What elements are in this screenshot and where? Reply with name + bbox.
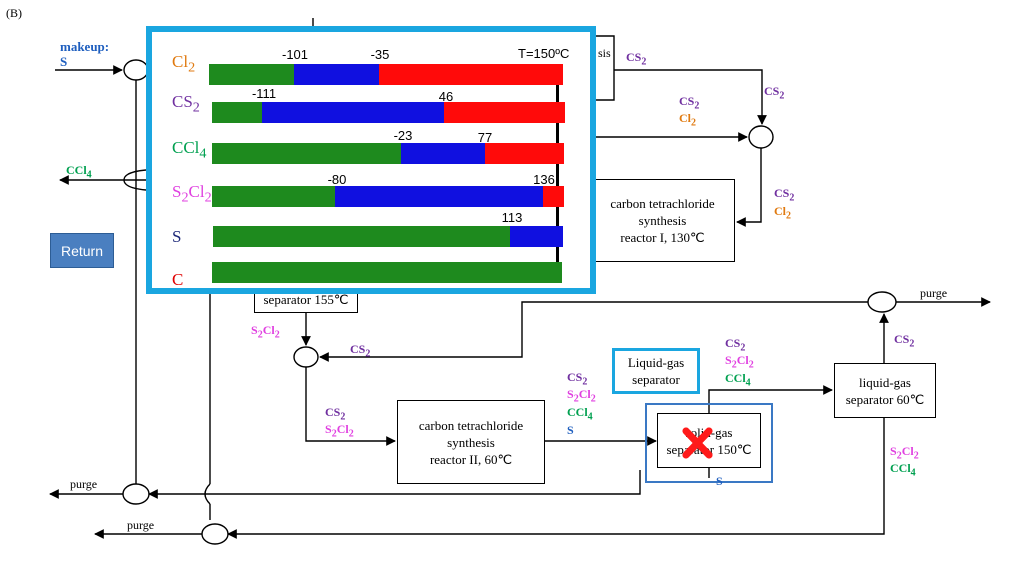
- ccl4-liquid-segment: [401, 143, 485, 164]
- cl2-liquid-segment: [294, 64, 379, 85]
- reactor-1-line-3: reactor I, 130℃: [620, 230, 705, 245]
- label-cs2-mixer: CS2: [350, 342, 371, 360]
- label-s2cl2-bottom: S2Cl2: [890, 444, 919, 462]
- temperature-marker-line: [556, 84, 559, 280]
- liquid-gas-60-box: liquid-gas separator 60℃: [834, 363, 936, 418]
- label-cl2-reactor1: Cl2: [774, 204, 791, 222]
- return-button[interactable]: Return: [50, 233, 114, 268]
- cl2-gas-segment: [379, 64, 563, 85]
- solid-gas-box: solid-gas separator 150℃: [657, 413, 761, 468]
- label-s-sg-in: S: [567, 423, 574, 437]
- ccl4-solid-segment: [212, 143, 401, 164]
- label-cs2-lg-in: CS2: [725, 336, 746, 354]
- label-cs2-reactor1: CS2: [774, 186, 795, 204]
- label-cs2-lg: CS2: [894, 332, 915, 350]
- s2cl2-liquid-segment: [335, 186, 543, 207]
- cl2-melt-label: -101: [281, 47, 309, 62]
- label-s2cl2-sg-in: S2Cl2: [567, 387, 596, 405]
- cs2-boil-label: 46: [438, 89, 454, 104]
- s2cl2-melt-label: -80: [327, 172, 347, 187]
- temperature-label: T=150ºC: [518, 46, 570, 61]
- solid-gas-line-2: separator 150℃: [666, 441, 752, 457]
- lg60-line-2: separator 60℃: [845, 391, 925, 407]
- lg60-line-1: liquid-gas: [859, 374, 911, 390]
- synthesis-top-label: sis: [598, 46, 611, 60]
- label-s2cl2-sep: S2Cl2: [251, 323, 280, 341]
- ccl4-phase-bar: [212, 143, 564, 164]
- cs2-gas-segment: [444, 102, 565, 123]
- s2cl2-gas-segment: [543, 186, 564, 207]
- label-purge-left1: purge: [70, 477, 98, 491]
- separator-155-label: separator 155℃: [263, 292, 349, 307]
- callout-line-1: Liquid-gas: [627, 355, 685, 370]
- reactor-1-line-1: carbon tetrachloride: [610, 196, 715, 211]
- ccl4-gas-segment: [485, 143, 564, 164]
- solid-gas-frame: [645, 403, 773, 483]
- label-purge-right: purge: [920, 286, 948, 300]
- s-liquid-segment: [510, 226, 563, 247]
- callout-line-2: separator: [632, 372, 680, 387]
- reactor-1-box: carbon tetrachloride synthesis reactor I…: [590, 179, 735, 262]
- label-s2cl2-r2-in: S2Cl2: [325, 422, 354, 440]
- label-ccl4-lg-in: CCl4: [725, 371, 751, 389]
- cl2-phase-bar: [209, 64, 563, 85]
- solid-gas-line-1: solid-gas: [685, 424, 733, 440]
- cl2-boil-label: -35: [370, 47, 390, 62]
- s2cl2-phase-bar: [212, 186, 564, 207]
- s-solid-segment: [213, 226, 510, 247]
- label-cs2-top: CS2: [626, 50, 647, 68]
- chem-cs2: CS2: [172, 92, 200, 116]
- label-s2cl2-lg-in: S2Cl2: [725, 353, 754, 371]
- c-phase-bar: [212, 262, 562, 283]
- chem-s2cl2: S2Cl2: [172, 182, 212, 206]
- makeup-species: S: [60, 54, 68, 69]
- reactor-1-line-2: synthesis: [638, 213, 687, 228]
- cs2-melt-label: -111: [251, 86, 277, 101]
- reactor-2-box: carbon tetrachloride synthesis reactor I…: [397, 400, 545, 484]
- reactor-2-line-2: synthesis: [447, 434, 495, 450]
- chem-ccl4: CCl4: [172, 138, 207, 162]
- s-phase-bar: [213, 226, 563, 247]
- reactor-2-line-1: carbon tetrachloride: [418, 417, 524, 433]
- chem-cl2: Cl2: [172, 52, 196, 76]
- label-cl2-mid: Cl2: [679, 111, 696, 129]
- label-ccl4-sg-in: CCl4: [567, 405, 593, 423]
- label-cs2-r2-in: CS2: [325, 405, 346, 423]
- label-purge-left2: purge: [127, 518, 155, 532]
- label-ccl4-bottom: CCl4: [890, 461, 916, 479]
- s2cl2-solid-segment: [212, 186, 335, 207]
- cs2-liquid-segment: [262, 102, 444, 123]
- reactor-2-line-3: reactor II, 60℃: [429, 451, 513, 467]
- ccl4-melt-label: -23: [393, 128, 413, 143]
- chem-c: C: [172, 270, 184, 289]
- cl2-solid-segment: [209, 64, 294, 85]
- ccl4-boil-label: 77: [477, 130, 493, 145]
- cs2-phase-bar: [212, 102, 565, 123]
- panel-label: (B): [6, 6, 22, 20]
- chem-s: S: [172, 227, 182, 246]
- cs2-solid-segment: [212, 102, 262, 123]
- liquid-gas-callout: Liquid-gas separator: [612, 348, 700, 394]
- c-solid-segment: [212, 262, 562, 283]
- label-s-out: S: [716, 474, 723, 488]
- s-melt-label: 113: [501, 210, 523, 225]
- label-cs2-sg-in: CS2: [567, 370, 588, 388]
- label-cs2-right: CS2: [764, 84, 785, 102]
- s2cl2-boil-label: 136: [533, 172, 555, 187]
- label-ccl4-left: CCl4: [66, 163, 92, 181]
- makeup-title: makeup:: [60, 39, 110, 54]
- label-cs2-mid: CS2: [679, 94, 700, 112]
- phase-state-overlay: T=150ºC Cl2 -101 -35 CS2 -111 46 CCl4 -2…: [146, 26, 596, 294]
